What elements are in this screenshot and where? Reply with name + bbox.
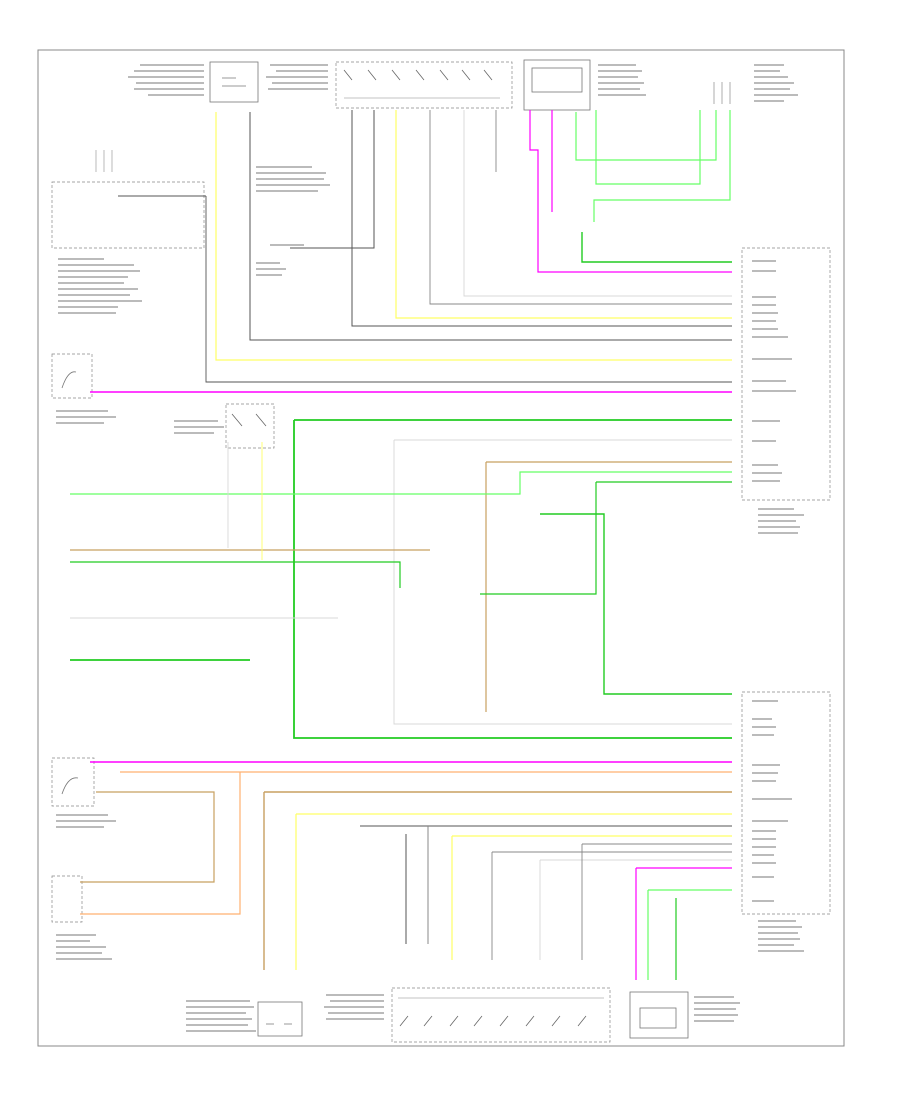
wire-yellow-40: [451, 835, 732, 960]
wire-orange-33: [80, 771, 732, 915]
wire-yellow-1: [215, 112, 732, 361]
wire-light_gray-7: [463, 110, 732, 297]
bottom-pressure-switch-assembly: [324, 987, 611, 1043]
wire-tan-22: [485, 461, 732, 712]
brake-switch-middle: [174, 403, 275, 449]
wire-gray-43: [581, 843, 732, 960]
wire-dark_gray-2: [249, 112, 732, 341]
left-upper-component: [51, 150, 205, 314]
bottom-sensor-left: [186, 1000, 303, 1037]
wire-light_gray-42: [539, 859, 732, 960]
wire-green-24: [480, 481, 732, 595]
fuel-level-sensor-upper: [51, 353, 116, 424]
wire-light_green-23: [70, 471, 732, 495]
top-speed-sensor: [523, 59, 646, 111]
wire-yellow-5: [395, 110, 732, 319]
top-middle-label-block: [256, 166, 330, 276]
wire-yellow-36: [295, 813, 732, 970]
wire-tan-34: [80, 791, 215, 883]
wire-light_green-45: [647, 889, 732, 980]
wire-green-14: [581, 232, 732, 263]
lower-control-module-connector: [741, 691, 831, 952]
wire-gray-41: [491, 851, 732, 960]
wire-green-18: [293, 420, 732, 739]
wire-dark_gray-4: [290, 110, 375, 249]
selector-lower-left: [51, 875, 112, 960]
wire-pink-44: [635, 867, 732, 980]
fuel-level-sensor-lower: [51, 757, 116, 828]
wire-green-25: [540, 513, 732, 695]
top-pressure-switch-assembly: [266, 61, 513, 109]
wire-light_green-12: [575, 110, 717, 161]
wire-dark_gray-15: [205, 196, 732, 383]
wire-dark_gray-3: [351, 110, 732, 327]
top-sensor-left: [128, 61, 259, 103]
wire-light_green-13: [593, 110, 731, 222]
top-right-connector: [713, 64, 798, 104]
wire-light_green-11: [595, 110, 701, 185]
wire-traces: [70, 110, 732, 980]
wire-gray-6: [429, 110, 732, 305]
upper-control-module-connector: [741, 247, 831, 534]
wire-light_gray-20: [393, 440, 732, 725]
wire-pink-9: [529, 110, 732, 273]
diagram-frame: [37, 49, 845, 1047]
wire-green-27: [70, 561, 401, 588]
bottom-speed-sensor: [629, 991, 740, 1039]
wire-tan-35: [263, 791, 732, 970]
